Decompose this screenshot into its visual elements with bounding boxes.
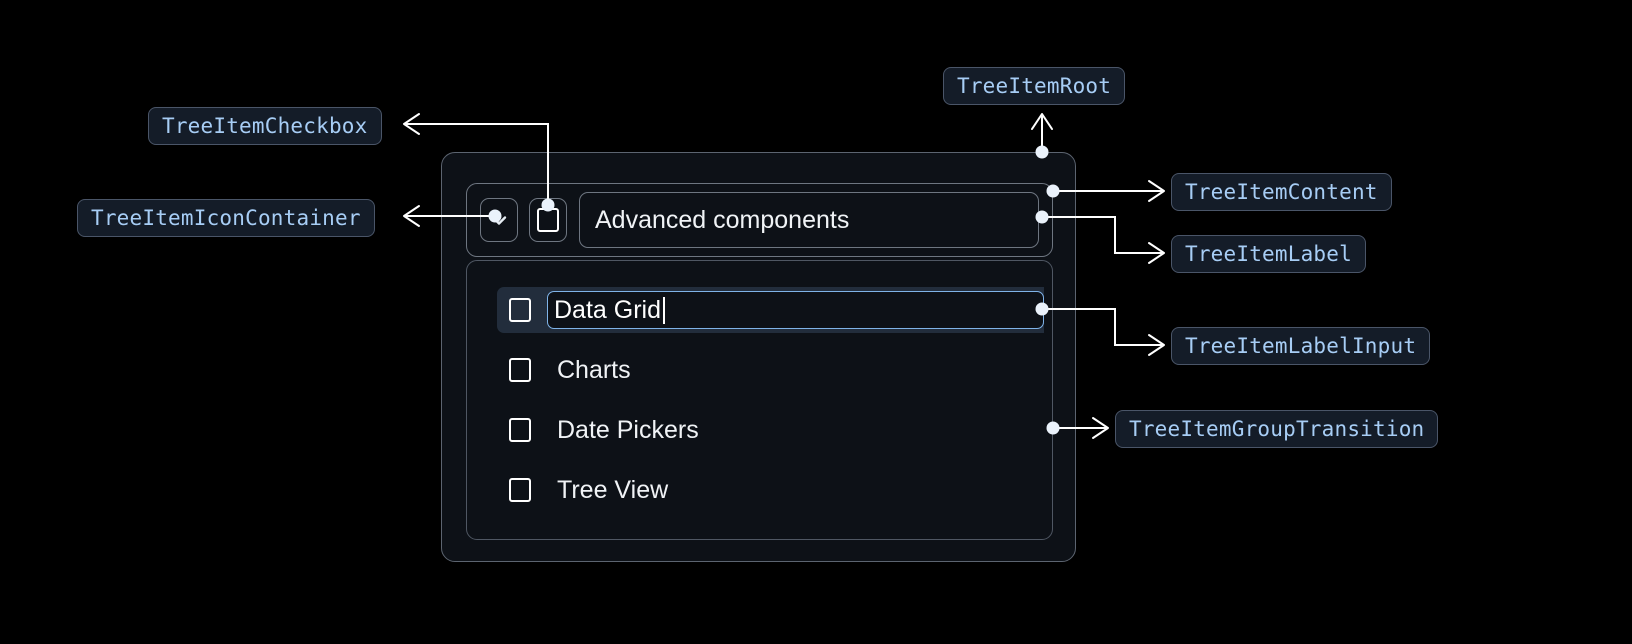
- tree-item-row-tree-view[interactable]: Tree View: [497, 467, 1052, 513]
- tree-item-label: Date Pickers: [557, 415, 699, 444]
- tree-item-row-data-grid[interactable]: Data Grid: [497, 287, 1044, 333]
- annotation-tree-item-label: TreeItemLabel: [1171, 235, 1366, 273]
- tree-item-root[interactable]: Advanced components Data Grid Charts Dat…: [441, 152, 1076, 562]
- tree-item-checkbox[interactable]: [509, 298, 531, 322]
- tree-item-label[interactable]: Advanced components: [579, 192, 1039, 248]
- tree-item-checkbox[interactable]: [509, 478, 531, 502]
- tree-item-row-date-pickers[interactable]: Date Pickers: [497, 407, 1052, 453]
- tree-item-icon-container[interactable]: [480, 198, 518, 242]
- annotation-tree-item-icon-container: TreeItemIconContainer: [77, 199, 375, 237]
- label-input-value: Data Grid: [554, 295, 661, 324]
- annotation-tree-item-checkbox: TreeItemCheckbox: [148, 107, 382, 145]
- annotation-tree-item-root: TreeItemRoot: [943, 67, 1126, 105]
- checkbox-square-icon: [537, 208, 559, 232]
- tree-item-group-transition: Data Grid Charts Date Pickers Tree View: [466, 260, 1053, 540]
- tree-item-checkbox[interactable]: [529, 198, 567, 242]
- text-caret: [662, 296, 665, 324]
- tree-item-checkbox[interactable]: [509, 358, 531, 382]
- chevron-down-icon: [487, 208, 511, 232]
- tree-item-content[interactable]: Advanced components: [466, 183, 1053, 257]
- tree-item-label: Tree View: [557, 475, 669, 504]
- annotation-tree-item-label-input: TreeItemLabelInput: [1171, 327, 1431, 365]
- tree-item-checkbox[interactable]: [509, 418, 531, 442]
- annotation-tree-item-content: TreeItemContent: [1171, 173, 1392, 211]
- tree-item-label: Charts: [557, 355, 631, 384]
- tree-item-label-input[interactable]: Data Grid: [547, 291, 1044, 329]
- tree-item-row-charts[interactable]: Charts: [497, 347, 1052, 393]
- annotation-tree-item-group-transition: TreeItemGroupTransition: [1115, 410, 1439, 448]
